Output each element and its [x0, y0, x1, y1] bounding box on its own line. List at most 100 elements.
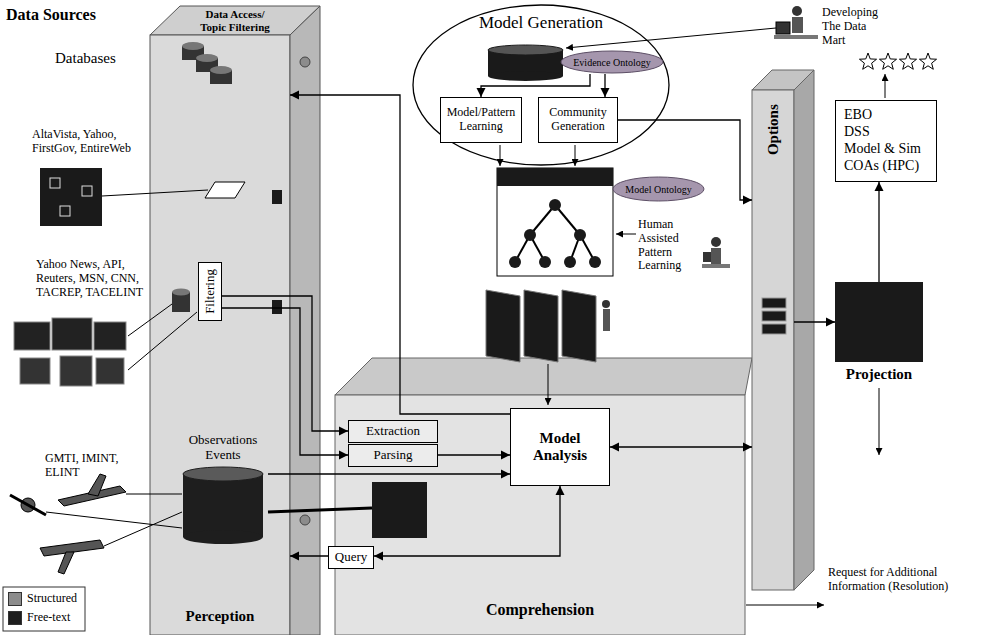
analyst-icon — [603, 309, 610, 331]
analysis-box: Model Analysis — [510, 408, 610, 486]
node-text: Evidence Ontology — [573, 57, 650, 68]
connector — [618, 120, 752, 200]
label-holder: Databases — [55, 50, 145, 67]
annotation-label: Human Assisted Pattern Learning — [638, 218, 700, 273]
analyst-icon — [711, 248, 721, 264]
legend-text: Structured — [27, 591, 77, 606]
free-text-marker — [272, 300, 282, 314]
analyst-icon — [703, 252, 711, 262]
database-icon — [196, 54, 218, 62]
tree-icon — [549, 199, 561, 211]
pattern-panel — [562, 290, 596, 362]
topic-filter-symbol — [205, 182, 245, 198]
ontology-ellipse-shape — [613, 177, 704, 201]
tree-icon — [589, 256, 601, 268]
label-holder: Yahoo News, API, Reuters, MSN, CNN, TACR… — [36, 258, 146, 299]
database-icon — [210, 66, 232, 74]
node-text: Model & Sim — [844, 140, 928, 157]
satellite-icon — [10, 495, 46, 515]
label-holder: AltaVista, Yahoo, FirstGov, EntireWeb — [32, 128, 146, 156]
web-icon — [50, 178, 60, 188]
connector — [794, 321, 835, 322]
web-icon — [40, 168, 102, 226]
pattern-panel — [524, 290, 558, 362]
legend-swatch — [8, 611, 22, 625]
column-front-face — [150, 35, 290, 635]
developer-icon — [774, 35, 818, 39]
rating-star — [859, 53, 876, 69]
tree-icon — [564, 256, 576, 268]
monitor-icon — [14, 322, 50, 350]
column-side-face — [290, 6, 320, 635]
process-box: Community Generation — [538, 97, 618, 143]
node-text: Query — [335, 550, 368, 565]
connector — [438, 454, 510, 455]
node-text: DSS — [844, 123, 928, 140]
web-icon — [82, 186, 92, 196]
model-box — [497, 168, 613, 276]
annotation-label: Yahoo News, API, Reuters, MSN, CNN, TACR… — [36, 258, 146, 299]
legend-row: Structured — [8, 591, 77, 606]
query-box: Query — [328, 546, 374, 569]
node-text: Options — [764, 104, 781, 155]
option-slot — [762, 324, 786, 334]
feed-line — [102, 190, 208, 196]
pattern-panel — [486, 290, 520, 362]
leader-arrow — [879, 388, 880, 455]
aircraft-icon — [88, 474, 106, 496]
feed-line — [128, 312, 197, 370]
comprehension-slab: ComprehensionExtractionParsingModel Anal… — [335, 395, 745, 635]
connector — [878, 182, 879, 282]
process-box: Model/Pattern Learning — [440, 97, 522, 143]
label-holder: Human Assisted Pattern Learning — [638, 218, 700, 273]
monitor-icon — [94, 322, 126, 350]
node-text: Extraction — [366, 424, 420, 439]
event-store: Observations Events — [178, 432, 268, 547]
slab-front-face — [335, 395, 745, 635]
analyst-icon — [711, 237, 721, 247]
annotation-label: GMTI, IMINT, ELINT — [45, 452, 127, 480]
node-text: EBO — [844, 106, 928, 123]
legend-text: Free-text — [27, 610, 70, 625]
node-text: Observations Events — [178, 432, 268, 462]
rating-star — [899, 53, 916, 69]
tree-icon — [574, 229, 586, 241]
feed-line — [46, 512, 182, 528]
label-holder: Developing The Data Mart — [822, 6, 884, 47]
ontology-ellipse-shape — [561, 51, 663, 73]
feed-line — [268, 508, 372, 512]
legend-swatch — [8, 592, 22, 606]
leader-arrow — [746, 605, 824, 606]
legend-row: Free-text — [8, 610, 70, 625]
aircraft-icon — [58, 552, 74, 574]
process-box: Parsing — [348, 444, 438, 467]
cylinder-top — [183, 467, 263, 481]
annotation-label: Request for Additional Information (Reso… — [828, 566, 968, 594]
option-slot — [762, 311, 786, 321]
developer-icon — [792, 6, 802, 16]
label-holder: GMTI, IMINT, ELINT — [45, 452, 127, 480]
feed-line — [128, 304, 172, 336]
output-box: EBODSSModel & SimCOAs (HPC) — [835, 100, 937, 182]
model-generation-ellipse: Model GenerationEvidence OntologyModel/P… — [412, 4, 670, 166]
ontology-ellipse: Evidence Ontology — [560, 50, 664, 74]
leader-arrow — [616, 234, 636, 235]
model-box — [497, 168, 613, 186]
structured-marker — [300, 57, 310, 67]
options-front-face — [752, 90, 794, 590]
connector — [374, 486, 560, 556]
developer-icon — [776, 22, 790, 34]
annotation-label: Developing The Data Mart — [822, 6, 884, 47]
node-text: Parsing — [374, 448, 413, 463]
connector — [610, 446, 752, 447]
node-text: Data Access/ Topic Filtering — [193, 4, 277, 34]
leader-arrow — [548, 364, 549, 405]
annotation-label: Databases — [55, 50, 145, 67]
node-text: Model Ontology — [625, 184, 691, 195]
projection-block — [835, 282, 923, 362]
projection-box: Projection — [835, 282, 923, 383]
node-text: Projection — [835, 366, 923, 383]
connector — [481, 74, 590, 97]
connector — [268, 473, 510, 474]
